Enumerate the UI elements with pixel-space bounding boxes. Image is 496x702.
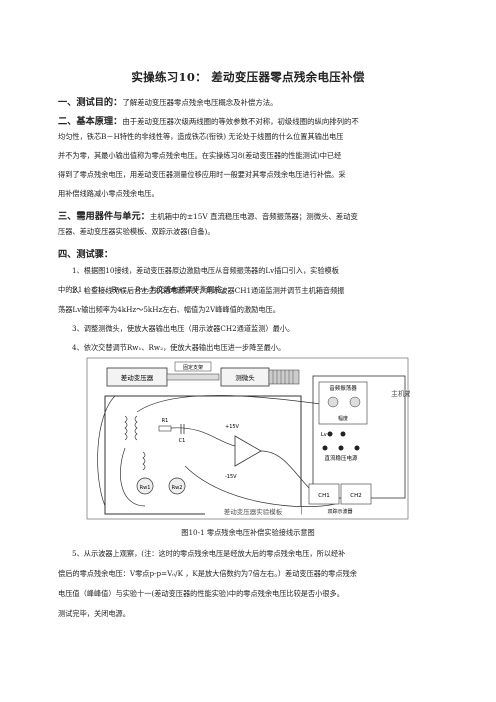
page-title: 实操练习10： 差动变压器零点残余电压补偿 xyxy=(131,70,365,84)
rw1-knob[interactable] xyxy=(136,477,154,495)
section-principle-line-5: 用补偿线路减小零点残余电压。 xyxy=(58,189,159,198)
section-objective: 一、测试目的：了解差动变压器零点残余电压概念及补偿方法。 xyxy=(58,94,278,108)
step-1-line-2: 中的R1 、C1 、Rw₁ 、Rw₂为交流电桥调平衡网络。 xyxy=(58,285,229,294)
amplitude-knob[interactable] xyxy=(349,396,361,408)
label-ch2: CH2 xyxy=(350,493,361,499)
label-dc-supply: 直流稳压电源 xyxy=(324,454,358,462)
scope-ch1 xyxy=(308,483,340,505)
step-2-line-1: 2、检查接线无误后合上主机箱电源开关，用示波器CH1通道监测并调节主机箱音频振 xyxy=(72,286,345,295)
step-5-line-3: 电压值（峰峰值）与实验十一(差动变压器的性能实验)中的零点残余电压比较是否小很多… xyxy=(58,589,344,598)
section-principle-line-4: 得到了零点残余电压，用差动变压器测量位移应用时一般要对其零点残余电压进行补偿。采 xyxy=(58,170,346,179)
label-ch1: CH1 xyxy=(318,493,329,499)
section-equipment-line-1: 主机箱中的±15V 直流稳压电源、音频振荡器；测微头、差动变 xyxy=(149,212,358,221)
label-c1: C1 xyxy=(179,438,186,444)
step-3: 3、调整测微头，使放大器输出电压（用示波器CH2通道监测）最小。 xyxy=(72,324,295,333)
plus15-jack[interactable] xyxy=(322,445,328,451)
section-equipment-line-2: 压器、差动变压器实验模板、双踪示波器(自备)。 xyxy=(58,227,215,236)
label-rw1: Rw1 xyxy=(140,485,151,491)
label-diff-transformer: 差动变压器 xyxy=(121,373,154,382)
section-principle-line-1: 由于差动变压器次级两线圈的等效参数不对称，初级线圈的纵向排列的不 xyxy=(122,117,359,126)
minus15-jack[interactable] xyxy=(354,445,360,451)
step-4: 4、依次交替调节Rw₁、Rw₂，使放大器输出电压进一步降至最小。 xyxy=(72,343,286,352)
label-fixed-stand: 固定支架 xyxy=(183,364,203,371)
section-objective-text: 了解差动变压器零点残余电压概念及补偿方法。 xyxy=(122,98,278,107)
step-5-line-2: 偿后的零点残余电压：V零点p-p=V₀/K ，K是放大倍数约为7倍左右。）差动变… xyxy=(58,569,357,578)
section-equipment-heading: 三、需用器件与单元： xyxy=(58,211,150,222)
label-scope: 双踪示波器 xyxy=(327,508,352,515)
section-equipment: 三、需用器件与单元：主机箱中的±15V 直流稳压电源、音频振荡器；测微头、差动变 xyxy=(58,208,358,222)
label-rw2: Rw2 xyxy=(172,485,183,491)
label-module: 差动变压器实验模板 xyxy=(224,507,283,516)
section-steps-heading: 四、测试骤： xyxy=(58,249,114,260)
step-1-line-1: 1、根据图10接线，差动变压器原边激励电压从音频振荡器的Lv插口引入，实验模板 xyxy=(72,266,339,275)
frequency-knob[interactable] xyxy=(327,396,339,408)
section-principle-line-2: 均匀性，铁芯B－H特性的非线性等，造成铁芯(衔铁) 无论处于线圈的什么位置其输出… xyxy=(58,132,344,141)
scope-ch2 xyxy=(340,483,372,505)
label-audio-osc: 音频振荡器 xyxy=(329,384,357,392)
section-objective-heading: 一、测试目的： xyxy=(58,97,123,108)
gnd-jack[interactable] xyxy=(338,445,344,451)
label-v15n: -15V xyxy=(225,474,237,480)
label-micrometer: 测微头 xyxy=(235,373,255,382)
figure-caption: 图10-1 零点残余电压补偿实验接线示意图 xyxy=(181,528,315,537)
label-amplitude: 幅度 xyxy=(338,415,348,422)
step-5-line-4: 测试完毕，关闭电源。 xyxy=(58,609,130,618)
section-principle-heading: 二、基本原理： xyxy=(58,116,123,127)
amplifier-symbol xyxy=(234,435,262,467)
micrometer-knob[interactable] xyxy=(268,369,300,385)
step-2-line-2: 荡器Lv输出频率为4kHz～5kHz左右、幅值为2V峰峰值的激励电压。 xyxy=(58,305,280,314)
osc-gnd-jack[interactable] xyxy=(340,431,346,437)
rw2-knob[interactable] xyxy=(168,477,186,495)
section-principle: 二、基本原理：由于差动变压器次级两线圈的等效参数不对称，初级线圈的纵向排列的不 xyxy=(58,113,359,127)
label-lv: Lv xyxy=(321,432,327,438)
section-principle-line-3: 并不为零，其最小输出值称为零点残余电压。在实操练习8(差动变压器的性能测试)中已… xyxy=(58,151,342,160)
step-5-line-1: 5、从示波器上观察，(注：这时的零点残余电压是经放大后的零点残余电压，所以经补 xyxy=(72,549,346,558)
label-main-box: 主机箱 xyxy=(391,389,410,398)
wiring-diagram: 差动变压器 固定支架 测微头 差动变压器实验模板 R1 C1 Rw1 Rw2 +… xyxy=(86,357,410,520)
label-v15p: +15V xyxy=(225,424,240,430)
label-r1: R1 xyxy=(162,418,169,424)
lv-jack[interactable] xyxy=(327,431,333,437)
